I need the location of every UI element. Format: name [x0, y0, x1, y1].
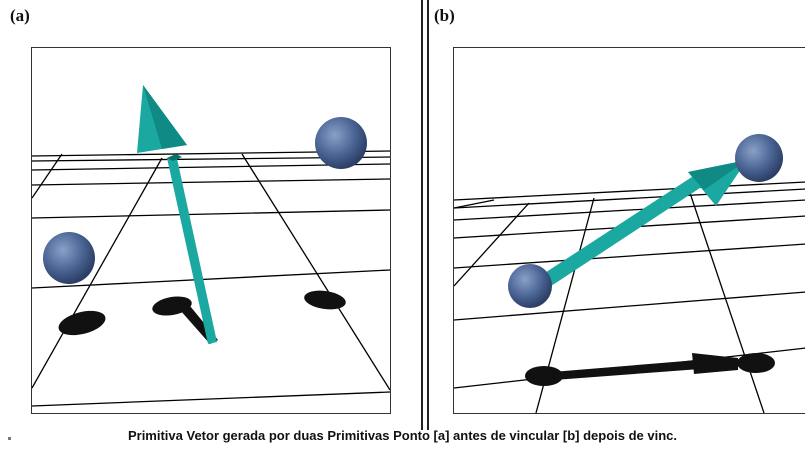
- point-sphere-left: [43, 232, 95, 284]
- point-sphere-end: [735, 134, 783, 182]
- point-sphere-start: [508, 264, 552, 308]
- viewport-a[interactable]: [31, 47, 391, 414]
- panel-divider-left: [421, 0, 423, 430]
- point-sphere-right: [315, 117, 367, 169]
- vector-head-shadow: [692, 353, 738, 374]
- sphere-shadow-left: [58, 310, 106, 336]
- stray-mark: [8, 437, 11, 440]
- panel-divider-right: [427, 0, 429, 430]
- vector-shaft: [167, 154, 217, 344]
- ground-grid-b: [454, 181, 805, 413]
- viewport-b[interactable]: [453, 47, 805, 414]
- vector-arrow-a: [137, 85, 217, 344]
- vector-shadow-b: [552, 360, 700, 380]
- sphere-shadow-end: [737, 353, 775, 373]
- vector-shaft-b: [534, 173, 706, 292]
- scene-a: [32, 85, 390, 407]
- panel-b-label: (b): [434, 6, 455, 25]
- panel-a-label: (a): [10, 6, 30, 25]
- ground-grid-a: [32, 150, 390, 407]
- sphere-shadow-start: [525, 366, 563, 386]
- sphere-shadow-right: [304, 290, 346, 310]
- vector-arrow-b: [534, 160, 747, 292]
- scene-b: [454, 134, 805, 413]
- figure-caption: Primitiva Vetor gerada por duas Primitiv…: [127, 428, 678, 443]
- shadows-b: [525, 353, 775, 386]
